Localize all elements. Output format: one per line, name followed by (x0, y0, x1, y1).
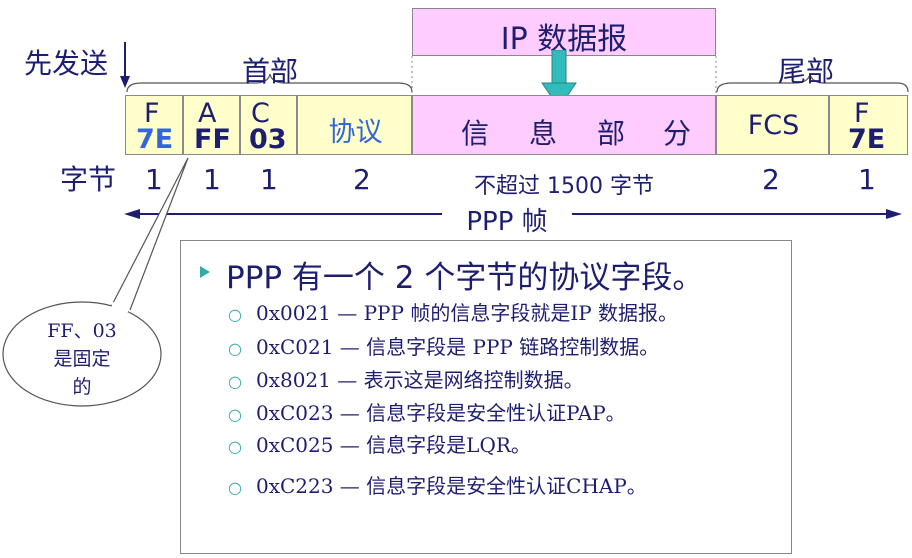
circle-bullet-icon: ○ (228, 305, 242, 324)
byte-count: 1 (260, 163, 278, 196)
fcs-field: FCS (716, 95, 829, 155)
callout-bubble (2, 157, 189, 407)
notes-item: ○0xC223 — 信息字段是安全性认证CHAP。 (228, 474, 647, 498)
address-value: FF (194, 124, 231, 155)
notes-item: ○0x8021 — 表示这是网络控制数据。 (228, 368, 584, 392)
circle-bullet-icon: ○ (228, 478, 242, 497)
byte-count: 1 (858, 163, 876, 196)
circle-bullet-icon: ○ (228, 405, 242, 424)
info-char: 部 (597, 117, 626, 150)
notes-item: ○0xC023 — 信息字段是安全性认证PAP。 (228, 401, 626, 425)
info-char: 分 (663, 117, 692, 150)
notes-box (180, 240, 792, 554)
byte-count: 1 (145, 163, 163, 196)
flag-letter: F (854, 98, 870, 129)
callout-line: 的 (72, 376, 92, 398)
control-value: 03 (249, 124, 287, 155)
flag-value: 7E (848, 124, 886, 155)
circle-bullet-icon: ○ (228, 339, 242, 358)
address-letter: A (198, 98, 217, 129)
callout-line: FF、03 (47, 320, 117, 342)
circle-bullet-icon: ○ (228, 437, 242, 456)
notes-item: ○0x0021 — PPP 帧的信息字段就是IP 数据报。 (228, 301, 679, 325)
control-letter: C (251, 98, 270, 129)
guide-lines (120, 42, 909, 95)
protocol-field: 协议 (297, 95, 412, 155)
trailer-label: 尾部 (778, 55, 835, 88)
notes-main-point: PPP 有一个 2 个字节的协议字段。 (226, 260, 704, 296)
flag-value: 7E (136, 124, 174, 155)
flag-field-start: F 7E (125, 95, 183, 155)
flag-field-end: F 7E (829, 95, 908, 155)
protocol-label: 协议 (328, 117, 383, 148)
byte-count: 2 (353, 163, 371, 196)
callout-line: 是固定 (53, 348, 111, 370)
send-first-label: 先发送 (24, 47, 109, 80)
triangle-bullet-icon (200, 266, 210, 278)
control-field: C 03 (240, 95, 297, 155)
fcs-label: FCS (747, 110, 800, 141)
byte-row-label: 字节 (60, 163, 117, 196)
info-field: 信 息 部 分 (412, 95, 716, 155)
address-field: A FF (183, 95, 240, 155)
byte-count: 不超过 1500 字节 (474, 174, 654, 199)
notes-item: ○0xC025 — 信息字段是LQR。 (228, 433, 531, 457)
circle-bullet-icon: ○ (228, 372, 242, 391)
notes-item: ○0xC021 — 信息字段是 PPP 链路控制数据。 (228, 335, 660, 359)
byte-count: 2 (762, 163, 780, 196)
byte-count: 1 (203, 163, 221, 196)
header-label: 首部 (242, 55, 299, 88)
frame-label: PPP 帧 (466, 207, 548, 237)
info-char: 息 (529, 117, 558, 150)
info-char: 信 (461, 117, 490, 150)
flag-letter: F (144, 98, 160, 129)
ip-datagram-box (412, 8, 716, 56)
frame-span-arrow (124, 209, 902, 219)
